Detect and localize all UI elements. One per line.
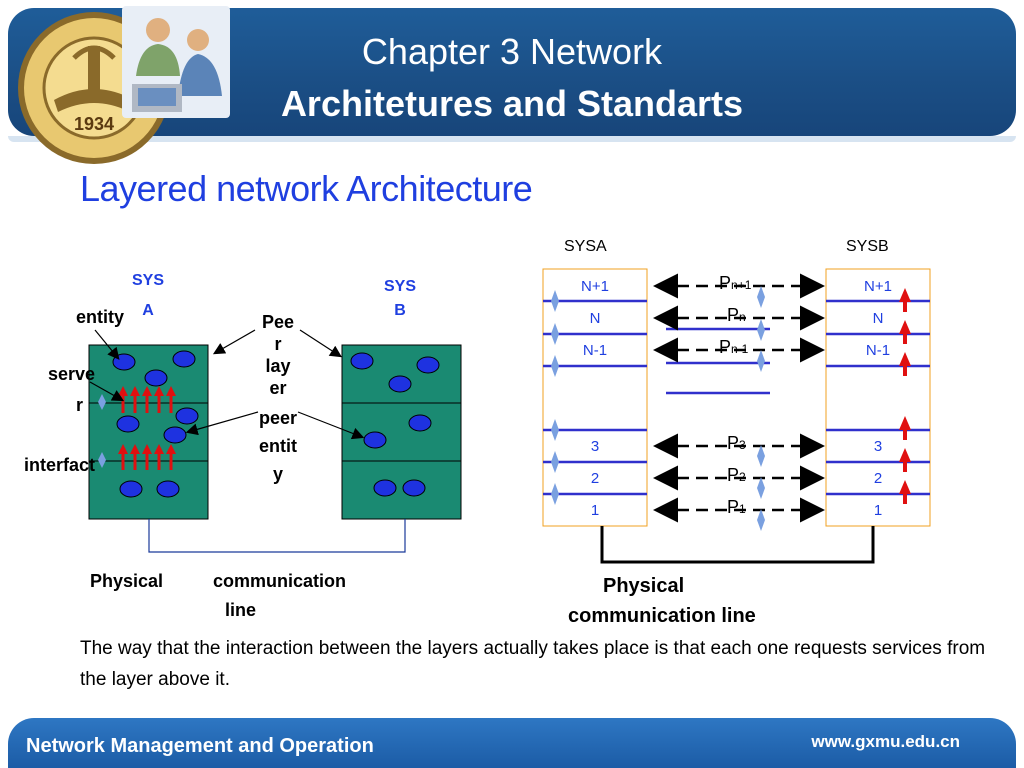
- slide-title-line-1: Chapter 3 Network: [361, 31, 663, 72]
- slide-title-line-2: Architetures and Standarts: [280, 83, 744, 124]
- protocol-label-n: Pn: [727, 305, 746, 325]
- sysb-layer-1: 1: [873, 502, 883, 519]
- right-sysa-label: SYSA: [564, 238, 607, 255]
- right-sysb-box: [825, 268, 931, 527]
- protocol-label-2: P2: [727, 465, 746, 485]
- sysb-layer-n-minus-1: N-1: [865, 342, 891, 359]
- peer-layer-label: Pee r lay er: [261, 312, 295, 398]
- left-physical-label: Physical: [90, 571, 164, 591]
- peer-entity-label: peer entit y: [258, 408, 298, 484]
- footer-bar: [8, 718, 1016, 768]
- sysb-layer-2: 2: [873, 470, 883, 487]
- sysa-layer-n-plus-1: N+1: [581, 278, 609, 295]
- system-b-entities: [350, 352, 440, 497]
- left-sysb-label-line1: SYS: [383, 278, 416, 295]
- protocol-label-3: P3: [727, 433, 746, 453]
- server-label-line2: r: [76, 395, 84, 415]
- right-sysb-label: SYSB: [846, 238, 889, 255]
- footer-website-link[interactable]: www.gxmu.edu.cn: [811, 732, 960, 751]
- footer-course-title: Network Management and Operation: [26, 735, 374, 757]
- left-sysa-label-line1: SYS: [131, 272, 164, 289]
- sysa-layer-n-minus-1: N-1: [582, 342, 608, 359]
- people-illustration: [122, 6, 230, 118]
- system-a-entities: [112, 350, 199, 498]
- protocol-label-n-plus-1: Pn+1: [719, 273, 752, 293]
- right-sysa-box: [542, 268, 648, 527]
- sysa-layer-1: 1: [590, 502, 600, 519]
- explanation-paragraph: The way that the interaction between the…: [80, 638, 986, 690]
- entity-label: entity: [76, 307, 125, 327]
- slide-subtitle: Layered network Architecture: [80, 168, 533, 209]
- sysb-layer-n-plus-1: N+1: [864, 278, 892, 295]
- interface-label: interfact: [24, 455, 96, 475]
- svg-text:1934: 1934: [74, 114, 114, 134]
- sysa-layer-2: 2: [590, 470, 600, 487]
- interface-markers: [98, 394, 106, 468]
- sysb-layer-3: 3: [873, 438, 883, 455]
- right-physical-label: Physical: [603, 575, 685, 597]
- sysa-layer-3: 3: [590, 438, 600, 455]
- left-sysb-label-line2: B: [394, 302, 406, 319]
- protocol-label-1: P1: [727, 497, 746, 517]
- left-sysa-label-line2: A: [142, 302, 154, 319]
- sysb-layer-n: N: [872, 310, 884, 327]
- left-line-label: line: [225, 600, 257, 620]
- sysa-layer-n: N: [589, 310, 601, 327]
- system-b-stack: [341, 344, 462, 520]
- server-label-line1: serve: [48, 364, 96, 384]
- right-communication-line-label: communication line: [568, 605, 756, 627]
- left-communication-label: communication: [213, 571, 347, 591]
- protocol-label-n-minus-1: Pn-1: [719, 337, 749, 357]
